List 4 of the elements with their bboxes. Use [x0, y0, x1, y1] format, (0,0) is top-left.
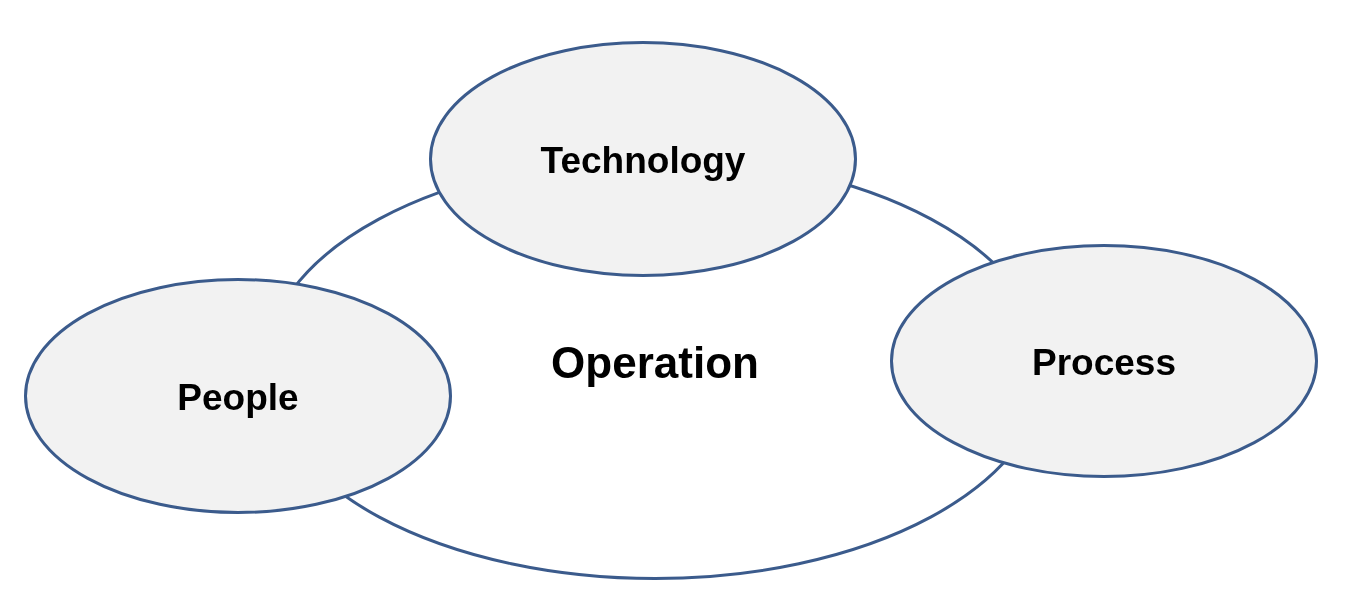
- node-label: People: [177, 377, 299, 419]
- node-label: Technology: [540, 140, 746, 182]
- node-label: Process: [1032, 342, 1176, 384]
- node-label: Operation: [551, 338, 759, 388]
